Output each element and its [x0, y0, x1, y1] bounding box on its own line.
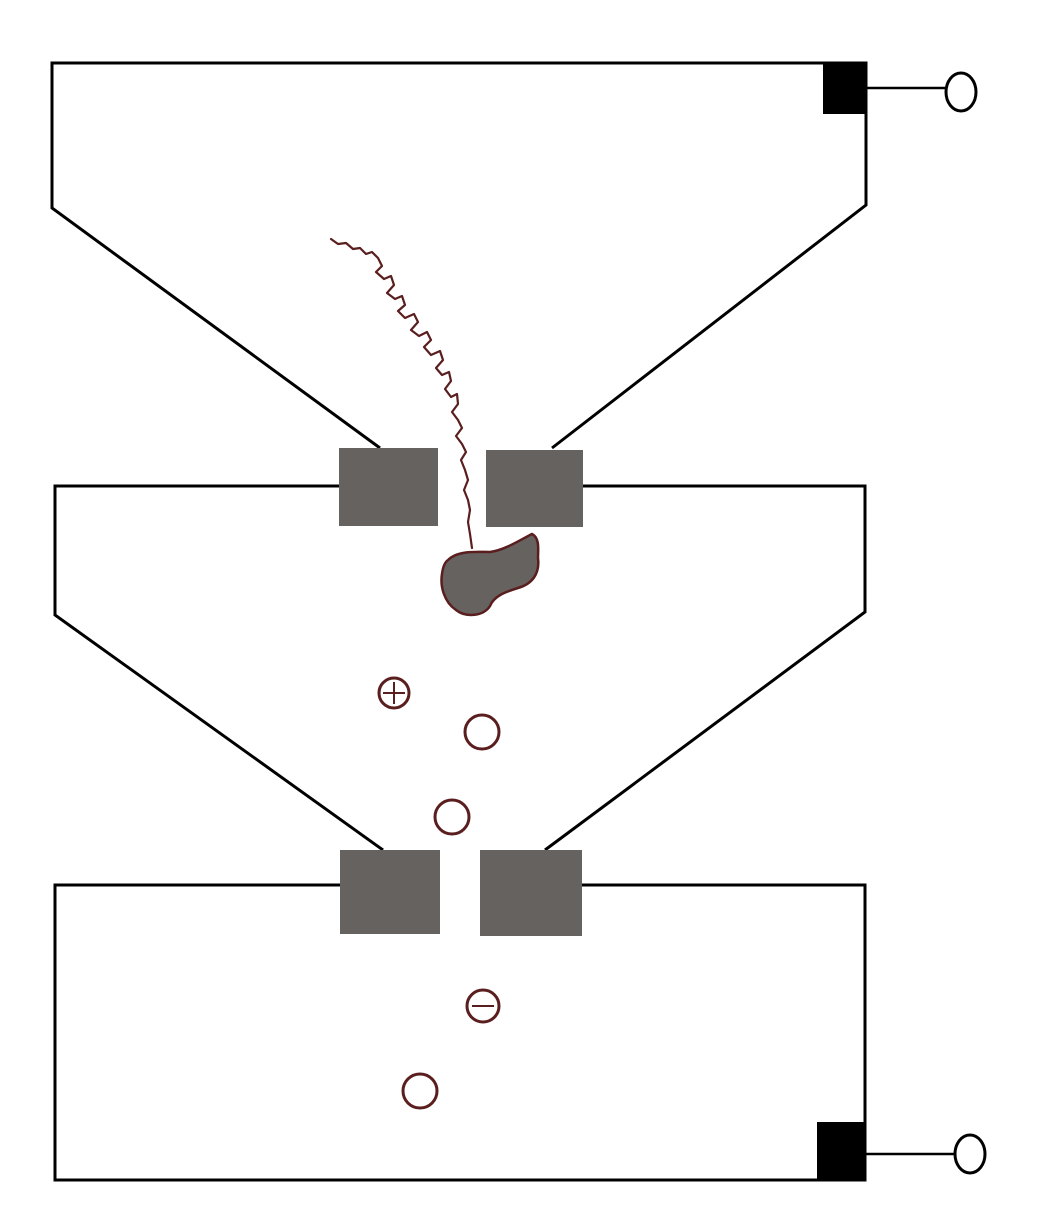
ion-neutral-1: [463, 713, 501, 751]
bottom-electrode: [817, 1122, 987, 1180]
middle-chamber: [53, 484, 867, 852]
ion-neutral-3: [401, 1072, 439, 1110]
ion-positive: [377, 676, 411, 710]
top-terminal-icon: [944, 71, 978, 113]
middle-chamber-left-wall: [53, 484, 384, 852]
bottom-terminal-icon: [953, 1133, 987, 1175]
upper-nanopore-left-block: [339, 448, 438, 526]
top-electrode-block: [823, 63, 866, 114]
lower-chamber-outline: [53, 883, 867, 1182]
ion-negative: [465, 988, 501, 1024]
upper-chamber: [50, 61, 868, 450]
upper-nanopore-right-block: [486, 450, 583, 527]
lower-nanopore-right-block: [480, 850, 582, 936]
lower-nanopore-left-block: [340, 850, 440, 934]
lower-chamber: [53, 883, 867, 1182]
lower-nanopore: [340, 850, 582, 936]
middle-chamber-right-wall: [544, 484, 867, 852]
top-electrode: [823, 63, 978, 114]
polymer-strand: [329, 237, 474, 550]
protein-molecule: [440, 532, 540, 617]
upper-chamber-outline: [50, 61, 868, 450]
upper-nanopore: [339, 448, 583, 527]
bottom-electrode-block: [817, 1122, 865, 1180]
ion-neutral-2: [433, 798, 471, 836]
